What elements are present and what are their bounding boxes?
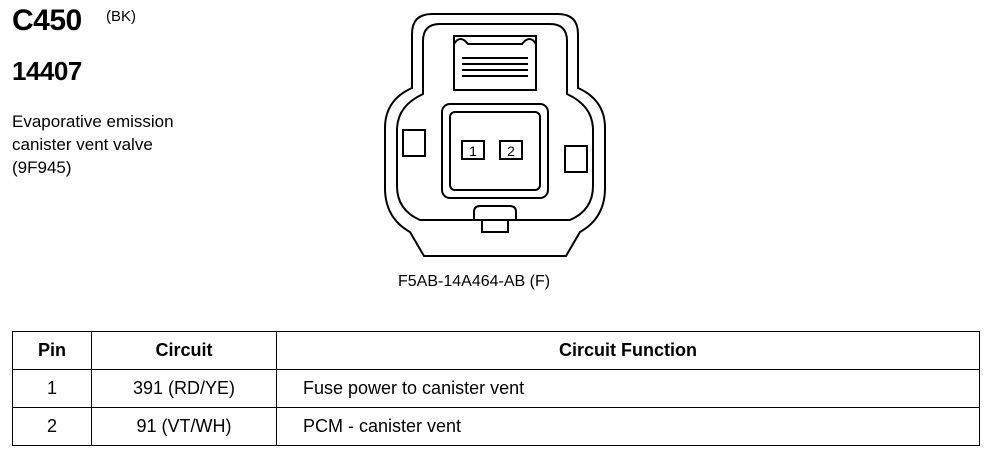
header-circuit: Circuit xyxy=(91,331,277,370)
locking-latch xyxy=(453,35,537,91)
connector-face-drawing: 1 2 xyxy=(384,13,606,257)
housing-outline xyxy=(384,13,606,257)
connector-color: (BK) xyxy=(106,8,136,25)
description-line-1: Evaporative emission xyxy=(12,112,174,131)
table-row: 2 91 (VT/WH) PCM - canister vent xyxy=(12,407,980,446)
right-tab xyxy=(564,145,588,173)
cavity-body xyxy=(441,103,549,199)
circuit-cell: 91 (VT/WH) xyxy=(91,407,277,446)
pin-table: Pin Circuit Circuit Function 1 391 (RD/Y… xyxy=(12,331,980,446)
pin-cell: 2 xyxy=(12,407,92,446)
housing-inner-outline xyxy=(396,23,594,221)
part-number: 14407 xyxy=(12,56,82,86)
cavity-2-label: 2 xyxy=(507,143,515,159)
circuit-cell: 391 (RD/YE) xyxy=(91,369,277,408)
function-cell: PCM - canister vent xyxy=(276,407,980,446)
bottom-key xyxy=(473,205,517,220)
housing-part-number: F5AB-14A464-AB (F) xyxy=(398,273,551,290)
pin-cell: 1 xyxy=(12,369,92,408)
cavity-1-label: 1 xyxy=(469,143,477,159)
header-pin: Pin xyxy=(12,331,92,370)
header-circuit-function: Circuit Function xyxy=(276,331,980,370)
left-tab xyxy=(402,129,426,157)
cavity-body-inner xyxy=(449,111,541,191)
description-line-2: canister vent valve xyxy=(12,135,153,154)
table-row: 1 391 (RD/YE) Fuse power to canister ven… xyxy=(12,369,980,408)
table-header-row: Pin Circuit Circuit Function xyxy=(12,331,980,370)
component-description: Evaporative emission canister vent valve… xyxy=(12,110,174,179)
cavity-1 xyxy=(461,140,485,160)
function-cell: Fuse power to canister vent xyxy=(276,369,980,408)
description-line-3: (9F945) xyxy=(12,158,72,177)
connector-id: C450 xyxy=(12,4,82,37)
cavity-2 xyxy=(499,140,523,160)
